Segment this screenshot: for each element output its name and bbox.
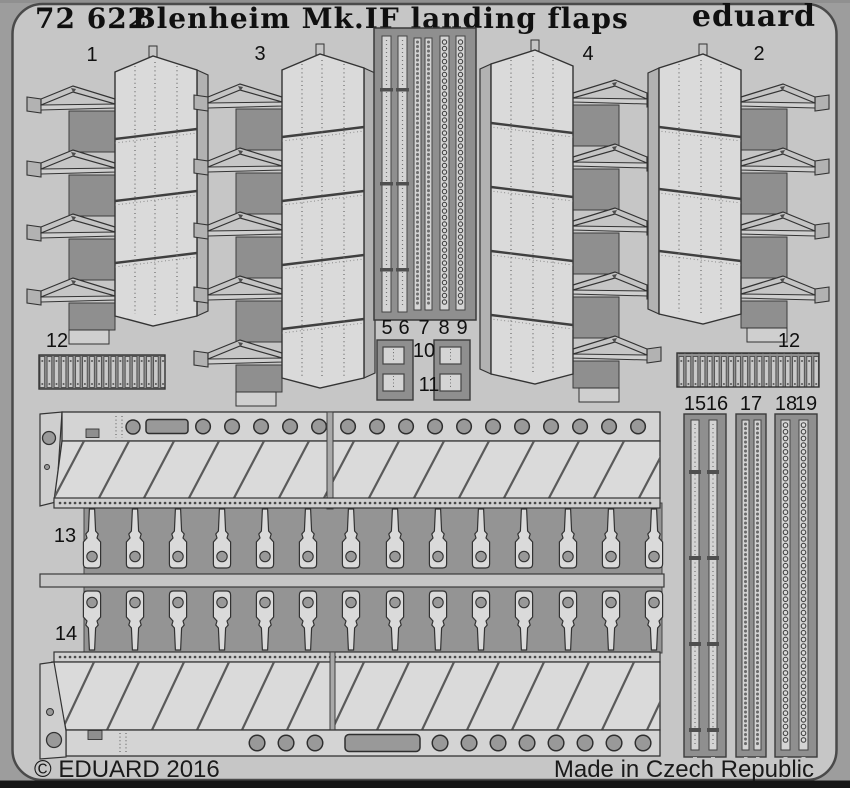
part-label-10: 10 [413,340,435,362]
part-12-comb-right [676,352,820,388]
parts-10-11-brackets [376,339,471,401]
part-label-6: 6 [398,317,409,339]
sprue-bar [39,573,665,588]
part-4-flap-side [480,40,661,402]
photo-bottom-edge [0,780,850,788]
part-label-9: 9 [456,317,467,339]
part-label-1: 1 [86,44,97,66]
part-label-15: 15 [684,393,706,415]
part-label-18: 18 [775,393,797,415]
brand-logo: eduard [692,0,816,34]
part-label-5: 5 [381,317,392,339]
part-label-3: 3 [254,43,265,65]
part-label-12-left: 12 [46,330,68,352]
part-label-19: 19 [795,393,817,415]
part-label-14: 14 [55,623,77,645]
part-label-8: 8 [438,317,449,339]
part-label-17: 17 [740,393,762,415]
part-3-flap-side [194,44,375,406]
part-label-13: 13 [54,525,76,547]
part-label-11: 11 [419,374,440,396]
photo-top-edge [0,0,850,3]
made-in-text: Made in Czech Republic [554,756,814,783]
part-label-2: 2 [753,43,764,65]
part-13-flap-skin [39,411,661,510]
part-label-7: 7 [418,317,429,339]
part-12-comb-left [38,354,166,390]
copyright-text: © EDUARD 2016 [34,756,220,783]
part-14-flap-skin [39,651,661,760]
strips-5-9-panel [373,27,477,321]
part-label-12-right: 12 [778,330,800,352]
flap-assembly-13-14 [39,411,665,760]
part-label-16: 16 [706,393,728,415]
catalog-number: 72 622 [35,2,148,35]
part-label-4: 4 [582,43,593,65]
rails-15-19 [683,413,818,763]
